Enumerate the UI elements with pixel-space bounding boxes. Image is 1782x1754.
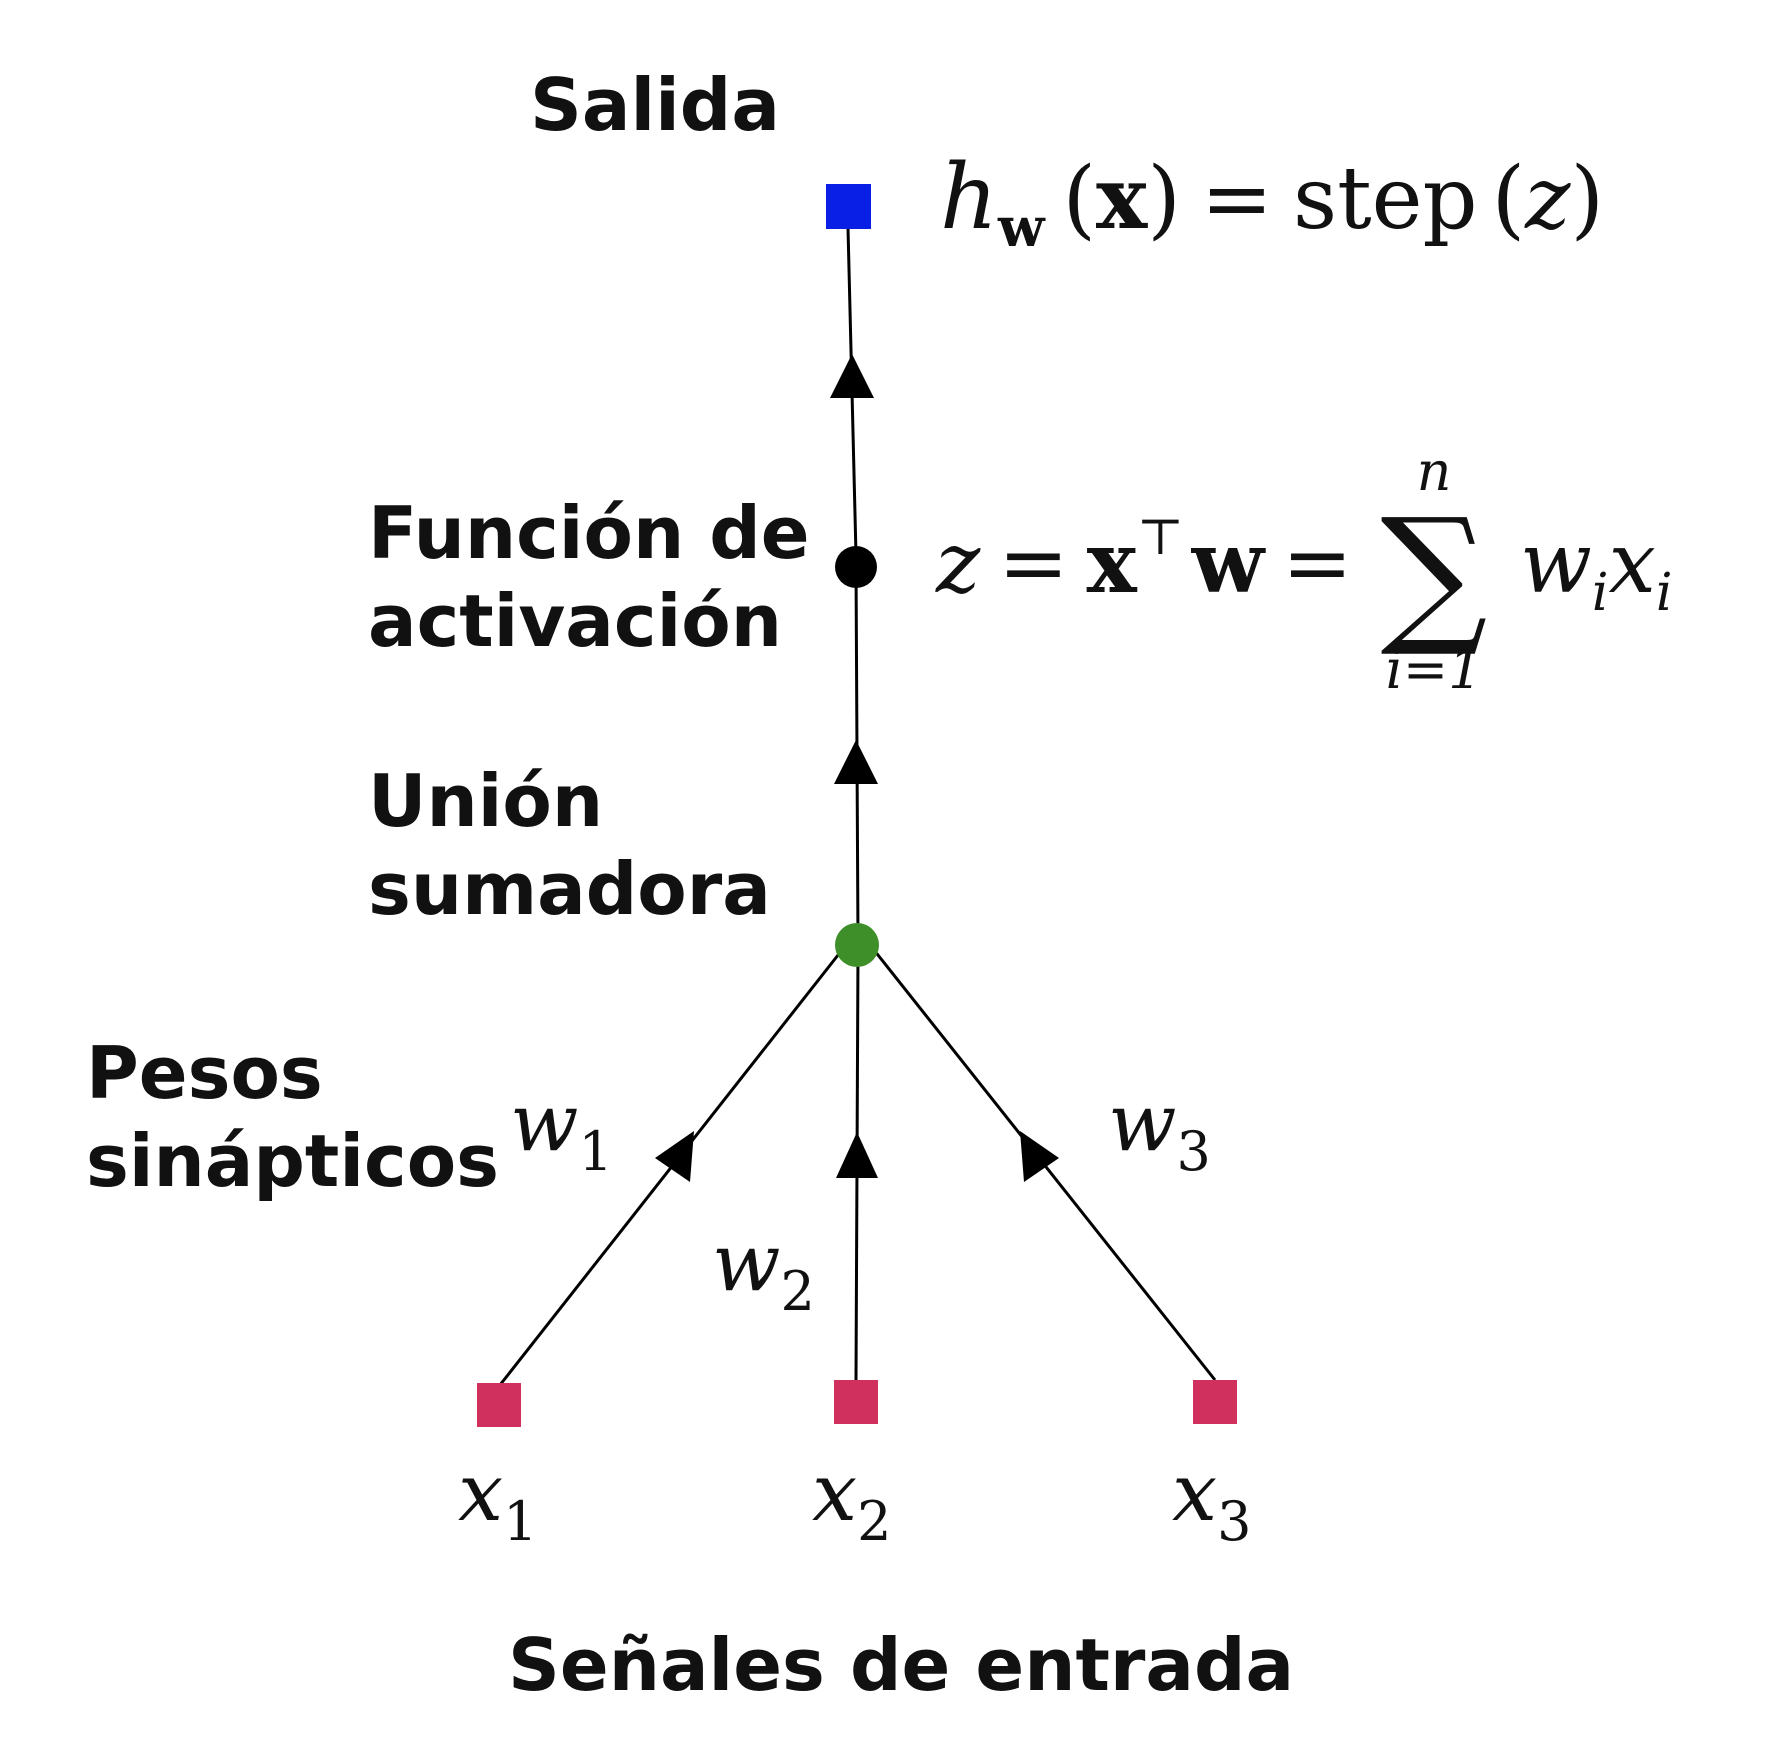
edges	[498, 227, 1217, 1386]
weight-w3: w3	[1108, 1076, 1211, 1183]
input-node-x3	[1193, 1380, 1237, 1424]
label-inputs: Señales de entrada	[508, 1623, 1294, 1707]
sigma-symbol: ∑	[1380, 487, 1487, 661]
label-activation-line1: Función de	[368, 491, 810, 575]
weight-w2: w2	[712, 1216, 815, 1323]
label-summing-line2: sumadora	[368, 847, 771, 931]
summing-node	[835, 923, 879, 967]
nodes	[477, 184, 1237, 1427]
input-node-x2	[834, 1380, 878, 1424]
activation-formula-term: wixi	[1520, 514, 1673, 623]
label-summing-line1: Unión	[368, 759, 603, 843]
input-x3: x3	[1172, 1446, 1251, 1553]
weight-symbols: w1 w2 w3	[510, 1076, 1211, 1323]
section-labels: Salida Función de activación Unión sumad…	[86, 63, 1294, 1707]
input-node-x1	[477, 1383, 521, 1427]
weight-w1: w1	[510, 1076, 613, 1183]
output-formula: hw(x)=step(z)	[940, 145, 1604, 259]
input-symbols: x1 x2 x3	[458, 1446, 1251, 1553]
label-weights-line1: Pesos	[86, 1031, 323, 1115]
activation-formula: z=x⊤w= n ∑ i=1 wixi	[935, 440, 1673, 701]
arrowheads	[655, 354, 1059, 1182]
input-x1: x1	[458, 1446, 537, 1553]
label-weights-line2: sinápticos	[86, 1119, 499, 1203]
input-x2: x2	[812, 1446, 891, 1553]
sum-lower-limit: i=1	[1386, 638, 1483, 701]
arrowhead-activation	[834, 740, 878, 784]
output-node	[826, 184, 871, 229]
arrowhead-w1	[655, 1131, 694, 1182]
label-activation-line2: activación	[368, 579, 782, 663]
sum-upper-limit: n	[1417, 440, 1452, 503]
arrowhead-w3	[1020, 1131, 1059, 1182]
activation-node	[835, 546, 877, 588]
activation-formula-left: z=x⊤w=	[935, 508, 1352, 612]
label-output: Salida	[530, 63, 780, 147]
arrowhead-w2	[836, 1132, 878, 1178]
arrowhead-output	[830, 354, 874, 398]
